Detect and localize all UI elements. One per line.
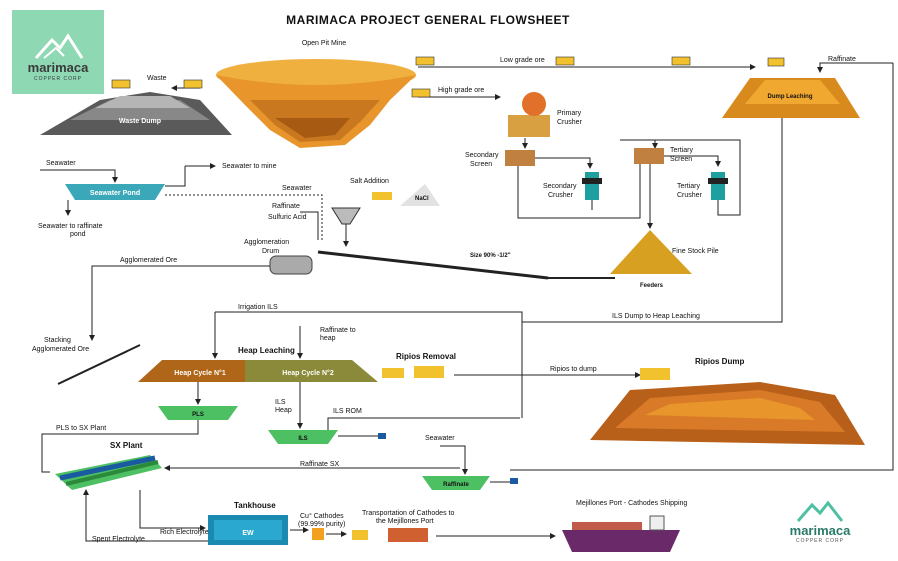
spent-electrolyte-label: Spent Electrolyte xyxy=(92,536,145,543)
ils-label: ILS xyxy=(298,436,307,442)
open-pit-label: Open Pit Mine xyxy=(302,40,346,47)
tankhouse-label: Tankhouse xyxy=(234,501,276,510)
heap-leach-pad: Heap Cycle N°1 Heap Cycle N°2 xyxy=(138,360,378,382)
marimaca-logo-top: marimaca COPPER CORP xyxy=(12,10,104,94)
secondary-crusher xyxy=(582,172,602,200)
seawater-pond: Seawater Pond xyxy=(65,184,165,200)
sulfuric-acid-label: Sulfuric Acid xyxy=(268,214,307,221)
high-grade-label: High grade ore xyxy=(438,87,484,94)
ripios-to-dump-label: Ripios to dump xyxy=(550,366,597,373)
ripios-dump xyxy=(590,382,865,445)
page-title: MARIMACA PROJECT GENERAL FLOWSHEET xyxy=(286,13,570,27)
seawater-pond-label: Seawater Pond xyxy=(90,190,140,197)
salt-pile xyxy=(400,184,440,206)
ils-pond: ILS xyxy=(268,430,338,444)
forklift xyxy=(352,530,368,540)
primary-crusher xyxy=(508,92,550,137)
raffinate-top-label: Raffinate xyxy=(828,56,856,63)
heap-cycle-1-label: Heap Cycle N°1 xyxy=(174,369,226,377)
waste-dump: Waste Dump xyxy=(40,92,232,135)
feeders-label: Feeders xyxy=(640,283,664,289)
dump-leaching-label: Dump Leaching xyxy=(767,94,812,100)
secondary-screen xyxy=(505,150,535,166)
ripios-removal-label: Ripios Removal xyxy=(396,352,456,361)
salt-addition-label: Salt Addition xyxy=(350,178,389,185)
logo-sub: COPPER CORP xyxy=(34,76,82,82)
mountain-icon xyxy=(34,33,84,59)
agglomeration-drum xyxy=(269,255,313,275)
tertiary-crusher xyxy=(708,172,728,200)
fine-stock-label: Fine Stock Pile xyxy=(672,248,719,255)
sx-plant-label: SX Plant xyxy=(110,441,143,450)
raffinate-sx-label: Raffinate SX xyxy=(300,461,340,468)
marimaca-logo-bottom: marimaca COPPER CORP xyxy=(784,497,856,547)
rich-electrolyte-label: Rich Electrolyte xyxy=(160,529,209,536)
nacl-label: NaCl xyxy=(415,196,429,202)
heap-cycle-2-label: Heap Cycle N°2 xyxy=(282,369,334,377)
waste-dump-label: Waste Dump xyxy=(119,118,161,125)
low-grade-label: Low grade ore xyxy=(500,57,545,64)
logo2-name: marimaca xyxy=(789,523,851,538)
raffinate-pond-label: Raffinate xyxy=(443,482,469,488)
ils-dump-heap-label: ILS Dump to Heap Leaching xyxy=(612,313,700,320)
size-label: Size 90% -1/2" xyxy=(470,253,511,259)
salt-hopper xyxy=(331,207,361,225)
pls-label: PLS xyxy=(192,412,204,418)
raffinate-pond: Raffinate xyxy=(422,476,490,490)
haul-truck xyxy=(111,56,785,98)
tankhouse-ew: EW xyxy=(208,515,288,545)
waste-label: Waste xyxy=(147,75,167,82)
pls-pond: PLS xyxy=(158,406,238,420)
ripios-trucks xyxy=(382,366,444,378)
fine-stock-pile xyxy=(610,230,692,274)
pls-to-sx-label: PLS to SX Plant xyxy=(56,425,106,432)
irrigation-ils-label: Irrigation ILS xyxy=(238,304,278,311)
ew-label: EW xyxy=(242,530,254,537)
loader xyxy=(372,192,392,200)
ripios-truck xyxy=(640,368,670,380)
heap-leaching-label: Heap Leaching xyxy=(238,346,295,355)
sx-plant xyxy=(55,455,162,490)
agglomerated-ore-label: Agglomerated Ore xyxy=(120,257,177,264)
ripios-dump-label: Ripios Dump xyxy=(695,357,744,366)
cathode-truck xyxy=(388,528,428,542)
logo2-sub: COPPER CORP xyxy=(796,538,844,544)
dump-leaching: Dump Leaching xyxy=(722,78,860,118)
tertiary-screen xyxy=(634,148,664,164)
cathodes-label: Cu° Cathodes(99.99% purity) xyxy=(298,512,345,528)
logo-name: marimaca xyxy=(27,60,89,75)
mountain-icon xyxy=(796,500,844,522)
seawater-to-mine-label: Seawater to mine xyxy=(222,163,277,170)
cargo-ship xyxy=(562,515,680,552)
seawater-bottom-label: Seawater xyxy=(425,435,455,442)
port-label: Mejillones Port - Cathodes Shipping xyxy=(576,500,687,507)
seawater-label: Seawater xyxy=(46,160,76,167)
seawater-small-label: Seawater xyxy=(282,185,312,192)
raffinate-small-label: Raffinate xyxy=(272,203,300,210)
open-pit-mine xyxy=(216,59,416,148)
ils-rom-label: ILS ROM xyxy=(333,408,362,415)
